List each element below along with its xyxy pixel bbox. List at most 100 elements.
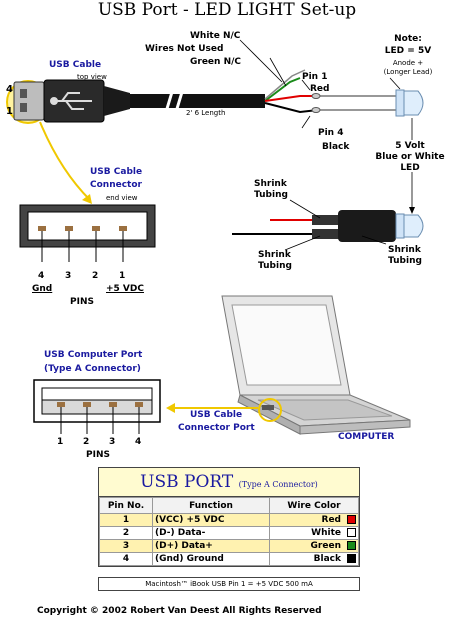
cell-pin: 4 (99, 552, 153, 566)
plug-pin (20, 89, 27, 98)
col-header-pin: Pin No. (99, 497, 153, 514)
contact (109, 402, 117, 407)
pin1-label: Pin 1 (302, 72, 328, 82)
cable-port-label-2: Connector Port (178, 423, 255, 433)
contact (65, 226, 73, 231)
color-swatch (347, 528, 356, 537)
table-title: USB PORT (Type A Connector) (99, 468, 359, 497)
leader-line (361, 235, 387, 245)
leader-line (389, 77, 401, 90)
leader-line (301, 115, 311, 129)
shrink-tubing-sleeve (338, 210, 396, 242)
port-tongue (41, 387, 153, 401)
led-color-label: Blue or White (375, 152, 445, 162)
led-bulb-top (395, 89, 424, 117)
arrow-head (166, 403, 175, 413)
table-row: 2 (D-) Data- White (99, 526, 359, 540)
port-cavity (41, 399, 153, 415)
color-swatch (347, 541, 356, 550)
cell-function: (Gnd) Ground (152, 552, 270, 566)
laptop-port-highlight (258, 398, 282, 422)
contact (119, 226, 127, 231)
copyright-notice: Copyright © 2002 Robert Van Deest All Ri… (37, 606, 322, 616)
port-pin-number: 3 (109, 437, 116, 447)
cell-wire-color: Green (269, 539, 359, 553)
red-label: Red (310, 84, 330, 94)
laptop-usb-port (262, 405, 274, 410)
plug-pin-1-label: 1 (6, 106, 13, 117)
usb-cable-label: USB Cable (49, 60, 102, 70)
col-header-wire-color: Wire Color (269, 497, 359, 514)
shrink-tubing-label-bottom: Shrink Tubing (258, 250, 292, 271)
connector-pin-number: 3 (65, 271, 72, 281)
port-pin-number: 4 (135, 437, 142, 447)
wire-color-name: Red (321, 515, 341, 525)
highlight-arrow (39, 121, 91, 201)
longer-lead-label: (Longer Lead) (383, 68, 433, 76)
contact (83, 402, 91, 407)
table-row: 4 (Gnd) Ground Black (99, 552, 359, 566)
black-label: Black (322, 142, 350, 152)
top-view-label: top view (77, 73, 107, 81)
wire-color-name: Green (310, 541, 341, 551)
connector-pin-number: 2 (92, 271, 99, 281)
pinout-table: Pin No. Function Wire Color 1 (VCC) +5 V… (99, 497, 359, 566)
connector-pin-number: 4 (38, 271, 45, 281)
usb-cable (130, 94, 265, 108)
leader-line (289, 199, 321, 219)
connector-opening (27, 211, 148, 241)
vdc-label: +5 VDC (106, 284, 144, 294)
gnd-label: Gnd (32, 284, 53, 294)
solder-joint (311, 107, 321, 113)
contact (92, 226, 100, 231)
note-led-voltage: LED = 5V (384, 46, 432, 56)
usb-trident-icon (50, 92, 92, 110)
leader-line (239, 39, 283, 83)
cell-pin: 3 (99, 539, 153, 553)
cell-wire-color: Red (269, 513, 359, 527)
color-swatch (347, 515, 356, 524)
cable-break (164, 91, 174, 113)
usb-port-table: USB PORT (Type A Connector) Pin No. Func… (98, 467, 360, 567)
connector-pin-number: 1 (119, 271, 126, 281)
cable-plug-end (13, 81, 45, 121)
shrink-tubing-red (312, 215, 342, 225)
cable-connector-title-1: USB Cable (90, 167, 143, 177)
cell-function: (D-) Data- (152, 526, 270, 540)
cable-strain-relief (104, 86, 130, 116)
connector-pins-label: PINS (70, 297, 94, 307)
table-row: 3 (D+) Data+ Green (99, 539, 359, 553)
plug-pin-4-label: 4 (6, 84, 13, 95)
cell-pin: 2 (99, 526, 153, 540)
page-title: USB Port - LED LIGHT Set-up (97, 0, 357, 20)
shrink-tubing-label-top: Shrink Tubing (254, 179, 288, 200)
end-view-label: end view (106, 194, 138, 202)
port-pins-label: PINS (86, 450, 110, 460)
port-pin-number: 2 (83, 437, 90, 447)
arrow-head (409, 207, 415, 214)
leader-line (269, 57, 287, 87)
green-wire (264, 77, 301, 102)
computer-port-title-1: USB Computer Port (44, 350, 143, 360)
led-bulb-lower (395, 213, 424, 239)
color-swatch (347, 554, 356, 563)
contact (57, 402, 65, 407)
black-wire (264, 102, 319, 114)
white-nc-label: White N/C (190, 31, 241, 41)
red-wire (264, 95, 318, 102)
led-volt-label: 5 Volt (395, 141, 425, 151)
table-note: Macintosh™ iBook USB Pin 1 = +5 VDC 500 … (98, 577, 360, 591)
wire-color-name: White (311, 528, 341, 538)
cell-function: (VCC) +5 VDC (152, 513, 270, 527)
led-label: LED (400, 163, 420, 173)
table-title-main: USB PORT (140, 472, 234, 492)
shrink-tubing-black (312, 229, 342, 239)
cable-length-label: 2' 6 Length (186, 109, 226, 117)
note-title: Note: (394, 34, 422, 44)
cell-function: (D+) Data+ (152, 539, 270, 553)
col-header-function: Function (152, 497, 270, 514)
contact (38, 226, 46, 231)
wires-not-used-label: Wires Not Used (145, 44, 224, 54)
cell-wire-color: White (269, 526, 359, 540)
